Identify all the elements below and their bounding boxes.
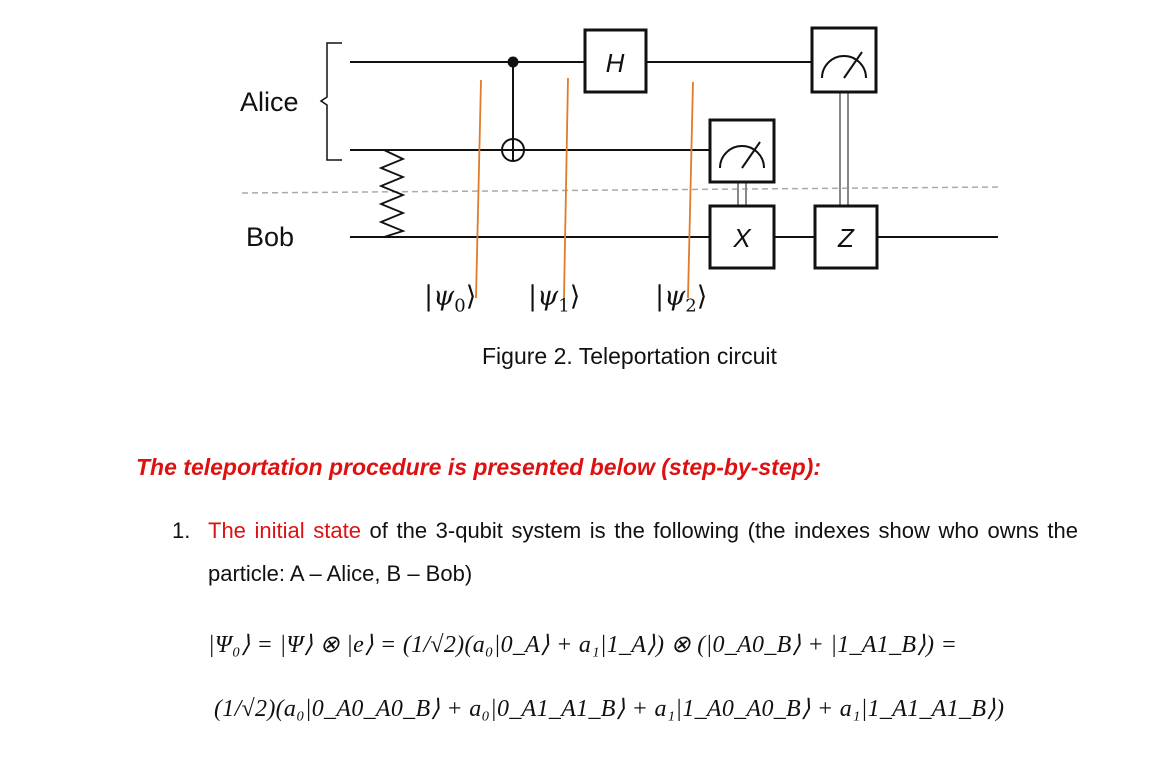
x-gate-label: X <box>732 223 752 253</box>
classical-wire-1 <box>839 92 849 206</box>
equation-line-1: |Ψ₀⟩ = |Ψ⟩ ⊗ |e⟩ = (1/√2)(a₀|0_A⟩ + a₁|1… <box>208 632 958 658</box>
state-ket-0: |ψ0⟩ <box>424 281 477 317</box>
teleportation-circuit: H X Z <box>241 26 1001 299</box>
state-ket-2: |ψ2⟩ <box>655 281 708 317</box>
state-marker-1 <box>563 77 569 299</box>
entanglement-squiggle-icon <box>378 149 406 238</box>
step-text: of the 3-qubit system is the following (… <box>208 518 1078 586</box>
cnot-gate <box>501 56 525 162</box>
section-heading: The teleportation procedure is presented… <box>136 454 821 480</box>
measurement-1 <box>810 26 878 94</box>
measurement-2 <box>708 118 776 184</box>
h-gate-label: H <box>606 48 625 78</box>
bob-label: Bob <box>246 222 295 252</box>
state-marker-2 <box>687 81 694 299</box>
state-ket-1: |ψ1⟩ <box>528 281 581 317</box>
h-gate <box>583 28 648 94</box>
meter-icon <box>719 145 765 169</box>
step-number: 1. <box>172 518 191 543</box>
list-item: 1. The initial state of the 3-qubit syst… <box>172 509 1078 595</box>
meter-icon <box>821 55 867 79</box>
alice-bob-divider <box>241 186 1001 194</box>
alice-brace <box>319 42 342 161</box>
x-gate <box>708 204 776 270</box>
alice-label: Alice <box>240 87 299 117</box>
equation-line-2: (1/√2)(a₀|0_A0_A0_B⟩ + a₀|0_A1_A1_B⟩ + a… <box>214 696 1005 722</box>
state-marker-0 <box>475 79 482 299</box>
z-gate <box>813 204 879 270</box>
step-highlight: The initial state <box>208 518 361 543</box>
z-gate-label: Z <box>837 223 855 253</box>
figure-caption: Figure 2. Teleportation circuit <box>482 343 777 369</box>
classical-wire-2 <box>737 182 747 206</box>
